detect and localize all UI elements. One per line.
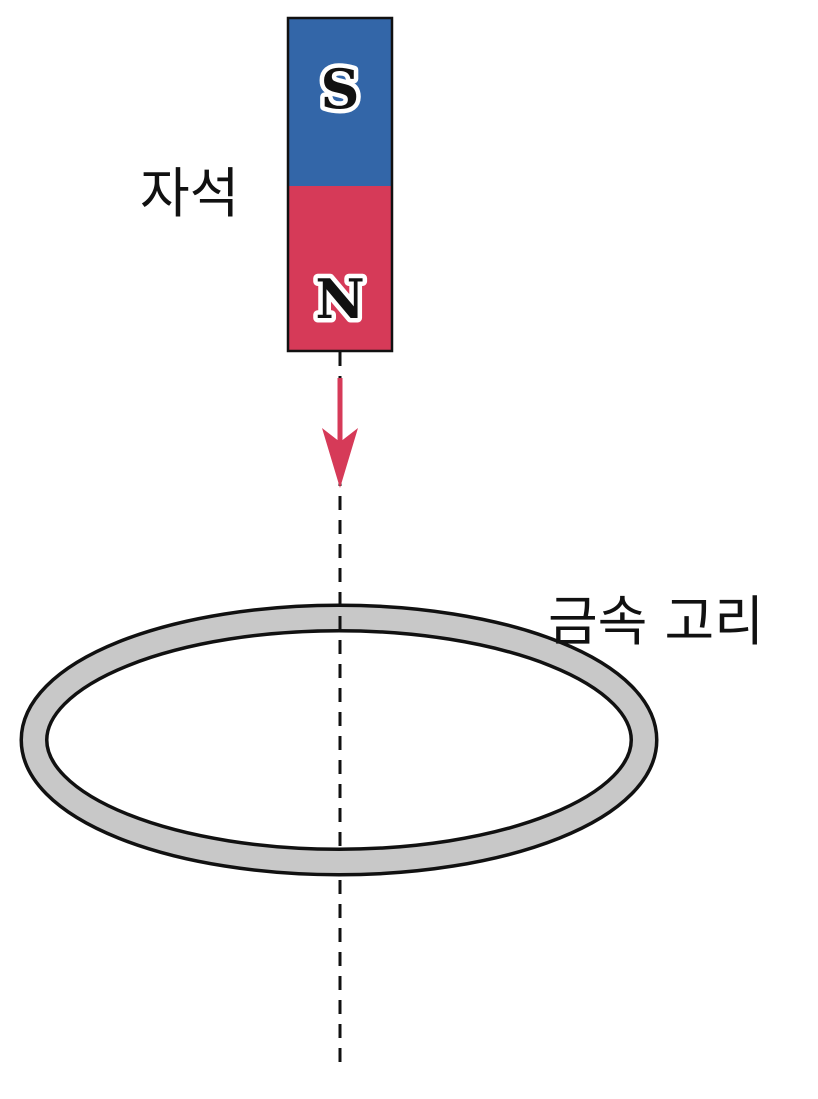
magnet-outline (286, 16, 394, 353)
south-pole-label: S (321, 57, 360, 121)
metal-ring-front (19, 739, 659, 877)
magnet-north-pole (288, 186, 392, 351)
bar-magnet: S N (286, 16, 394, 353)
north-pole-label: N (315, 267, 364, 331)
magnet-label: 자석 (140, 162, 239, 225)
down-arrow-icon (322, 378, 358, 488)
magnet-south-pole (288, 18, 392, 186)
ring-label: 금속 고리 (548, 590, 764, 653)
